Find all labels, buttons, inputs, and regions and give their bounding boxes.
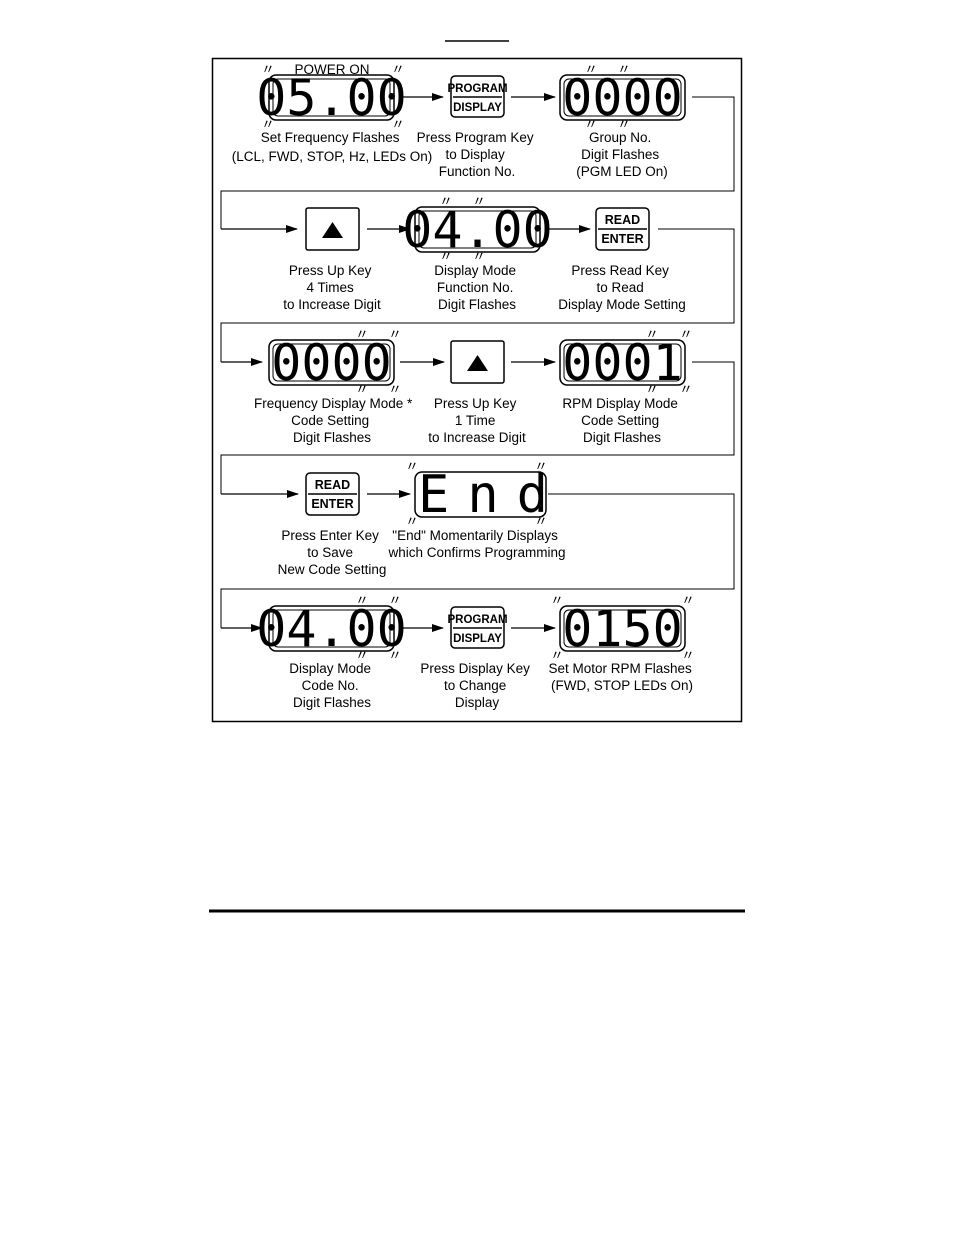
flow-arrows	[221, 93, 591, 632]
flash-mark-icon: 〃	[355, 593, 369, 608]
program-display-key[interactable]: PROGRAM DISPLAY	[447, 75, 508, 118]
flash-mark-icon: 〃	[550, 593, 564, 608]
flash-mark-icon: 〃	[681, 648, 695, 663]
flash-mark-icon: 〃	[472, 194, 486, 209]
svg-text:READ: READ	[605, 213, 640, 227]
flash-mark-icon: 〃	[261, 62, 275, 77]
flash-mark-icon: 〃	[405, 514, 419, 529]
led-display-2: 0000	[559, 69, 686, 127]
caption-end-displays: "End" Momentarily Displays which Confirm…	[387, 528, 565, 560]
flash-mark-icon: 〃	[584, 62, 598, 77]
display-value: 0000	[562, 69, 682, 127]
flash-mark-icon: 〃	[645, 382, 659, 397]
caption-display-mode-function: Display Mode Function No. Digit Flashes	[434, 263, 520, 312]
led-display-6: 04.00	[256, 600, 407, 658]
svg-text:DISPLAY: DISPLAY	[453, 633, 502, 645]
caption-press-display: Press Display Key to Change Display	[420, 661, 533, 710]
caption-set-frequency: Set Frequency Flashes (LCL, FWD, STOP, H…	[232, 130, 433, 164]
caption-press-read: Press Read Key to Read Display Mode Sett…	[558, 263, 686, 312]
flash-mark-icon: 〃	[388, 593, 402, 608]
caption-group-no: Group No. Digit Flashes (PGM LED On)	[576, 130, 668, 179]
diagram-frame	[211, 57, 743, 723]
flash-mark-icon: 〃	[534, 514, 548, 529]
flash-mark-icon: 〃	[391, 62, 405, 77]
flash-mark-icon: 〃	[679, 382, 693, 397]
flash-mark-icon: 〃	[355, 382, 369, 397]
svg-text:READ: READ	[315, 478, 350, 492]
flash-mark-icon: 〃	[550, 648, 564, 663]
display-value: 0001	[562, 334, 682, 392]
flash-mark-icon: 〃	[472, 249, 486, 264]
led-display-4: 0000	[268, 334, 395, 392]
display-value: 04.00	[402, 201, 553, 259]
flash-mark-icon: 〃	[679, 327, 693, 342]
led-display-1: 05.00	[256, 69, 407, 127]
flash-mark-icon: 〃	[617, 117, 631, 132]
up-key[interactable]	[305, 207, 360, 251]
svg-text:PROGRAM: PROGRAM	[447, 614, 507, 626]
caption-rpm-display-mode: RPM Display Mode Code Setting Digit Flas…	[562, 396, 681, 445]
flash-mark-icon: 〃	[355, 648, 369, 663]
led-display-end: End	[414, 465, 566, 525]
display-value: 05.00	[256, 69, 407, 127]
display-value: 0000	[271, 334, 391, 392]
flash-mark-icon: 〃	[617, 62, 631, 77]
up-arrow-icon	[322, 222, 343, 238]
led-display-7: 0150	[559, 600, 686, 658]
flash-mark-icon: 〃	[388, 648, 402, 663]
caption-press-up-1: Press Up Key 1 Time to Increase Digit	[428, 396, 526, 445]
program-display-key[interactable]: PROGRAM DISPLAY	[447, 606, 508, 649]
flash-mark-icon: 〃	[645, 327, 659, 342]
svg-text:ENTER: ENTER	[601, 232, 643, 246]
flash-mark-icon: 〃	[534, 459, 548, 474]
caption-frequency-display-mode: Frequency Display Mode * Code Setting Di…	[254, 396, 416, 445]
up-arrow-icon	[467, 355, 488, 371]
caption-press-program: Press Program Key to Display Function No…	[417, 130, 538, 179]
row-connectors	[220, 96, 735, 628]
up-key[interactable]	[450, 340, 505, 384]
read-enter-key[interactable]: READ ENTER	[595, 207, 650, 251]
led-display-5: 0001	[559, 334, 686, 392]
flash-mark-icon: 〃	[388, 382, 402, 397]
flash-mark-icon: 〃	[388, 327, 402, 342]
flash-mark-icon: 〃	[405, 459, 419, 474]
display-value: 0150	[562, 600, 682, 658]
flash-mark-icon: 〃	[439, 194, 453, 209]
flash-mark-icon: 〃	[355, 327, 369, 342]
power-on-label: POWER ON	[294, 62, 369, 77]
flash-mark-icon: 〃	[261, 117, 275, 132]
flash-mark-icon: 〃	[681, 593, 695, 608]
flash-mark-icon: 〃	[439, 249, 453, 264]
flash-mark-icon: 〃	[391, 117, 405, 132]
caption-press-up-4: Press Up Key 4 Times to Increase Digit	[283, 263, 381, 312]
caption-display-mode-code: Display Mode Code No. Digit Flashes	[289, 661, 375, 710]
caption-set-motor-rpm: Set Motor RPM Flashes (FWD, STOP LEDs On…	[548, 661, 695, 693]
led-display-3: 04.00	[402, 201, 553, 259]
display-value: End	[418, 465, 566, 525]
caption-press-enter: Press Enter Key to Save New Code Setting	[278, 528, 387, 577]
svg-text:ENTER: ENTER	[311, 497, 353, 511]
svg-text:DISPLAY: DISPLAY	[453, 102, 502, 114]
display-value: 04.00	[256, 600, 407, 658]
svg-text:PROGRAM: PROGRAM	[447, 83, 507, 95]
read-enter-key[interactable]: READ ENTER	[305, 472, 360, 516]
flash-mark-icon: 〃	[584, 117, 598, 132]
